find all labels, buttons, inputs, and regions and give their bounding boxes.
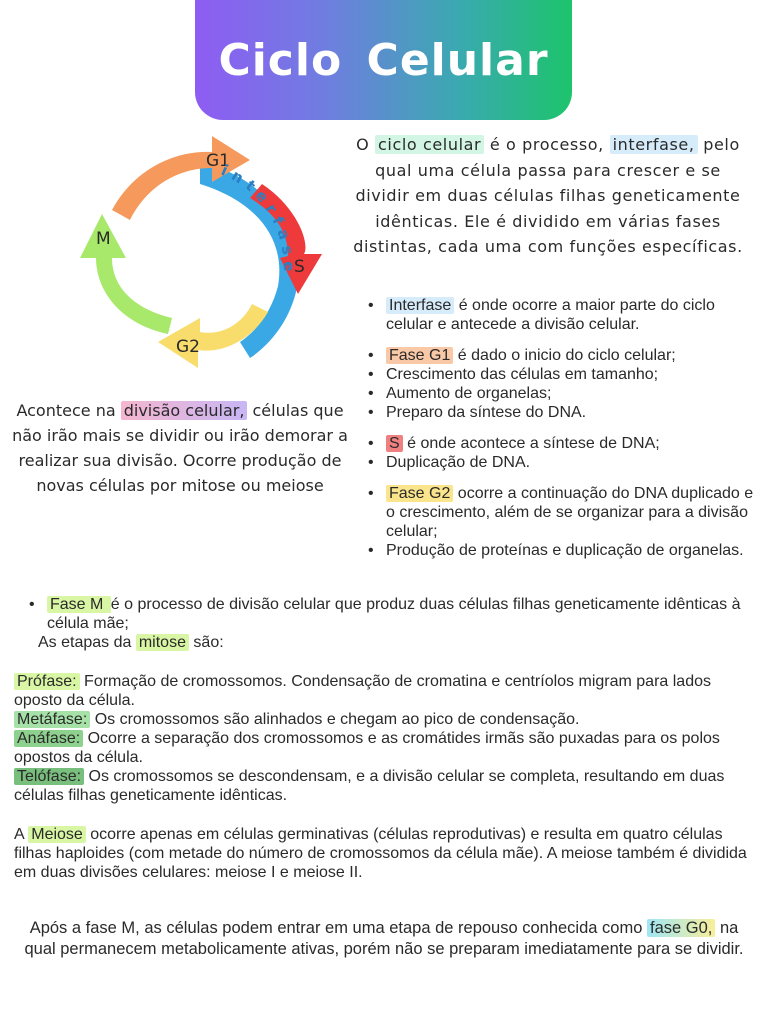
list-item-interfase: Interfase é onde ocorre a maior parte do… [365,296,760,334]
g1-label: G1 [206,151,230,171]
stage-telofase: Telófase: Os cromossomos se descondensam… [14,768,725,804]
stage-metafase: Metáfase: Os cromossomos são alinhados e… [14,710,754,729]
g1-arrow [112,136,250,220]
s-label: S [294,257,305,277]
term-ciclo-celular: ciclo celular [375,135,485,154]
interfase-arc-label: interfase [219,161,299,277]
cell-cycle-diagram: G1 S G2 M interfase [80,136,322,368]
term-s: S [386,435,403,452]
term-mitose: mitose [135,634,189,651]
term-interfase: interfase, [609,135,698,154]
term-anafase: Anáfase: [14,730,84,747]
intro-paragraph: O ciclo celular é o processo, interfase,… [353,135,743,256]
term-fase-g1: Fase G1 [386,347,454,364]
title-banner: Ciclo Celular [195,0,572,120]
list-item-s: S é onde acontece a síntese de DNA; [365,434,760,453]
term-fase-g0: fase G0, [646,919,716,937]
list-item-g1: Fase G1 é dado o inicio do ciclo celular… [365,346,760,365]
m-label: M [96,229,111,249]
list-item: Preparo da síntese do DNA. [365,403,760,422]
divisao-paragraph: Acontece na divisão celular, células que… [12,401,348,495]
list-item: Produção de proteínas e duplicação de or… [365,541,760,560]
term-metafase: Metáfase: [14,711,91,728]
list-item: Duplicação de DNA. [365,453,760,472]
list-item: Crescimento das células em tamanho; [365,365,760,384]
s-arrow [250,184,322,294]
etapas-intro: As etapas da mitose são: [38,634,224,651]
stage-anafase: Anáfase: Ocorre a separação dos cromosso… [14,730,720,766]
term-meiose: Meiose [28,826,86,843]
meiose-paragraph: A Meiose ocorre apenas em células germin… [14,826,747,881]
fase-g0-paragraph: Após a fase M, as células podem entrar e… [24,919,744,958]
mitose-stages: Prófase: Formação de cromossomos. Conden… [14,672,754,805]
term-telofase: Telófase: [14,768,85,785]
list-item-fase-m: Fase M é o processo de divisão celular q… [27,595,747,633]
phase-list: Interfase é onde ocorre a maior parte do… [365,296,760,560]
list-item-g2: Fase G2 ocorre a continuação do DNA dupl… [365,484,760,541]
term-fase-m: Fase M [47,596,111,613]
fase-m-list: Fase M é o processo de divisão celular q… [27,595,747,633]
m-arrow [80,214,172,334]
stage-profase: Prófase: Formação de cromossomos. Conden… [14,673,711,709]
term-interfase-phase: Interfase [386,297,455,314]
g2-arrow [158,304,268,368]
term-fase-g2: Fase G2 [386,485,454,502]
g2-label: G2 [176,337,200,357]
list-item: Aumento de organelas; [365,384,760,403]
term-divisao-celular: divisão celular, [120,401,248,420]
term-profase: Prófase: [14,673,80,690]
page-title: Ciclo Celular [218,34,549,86]
